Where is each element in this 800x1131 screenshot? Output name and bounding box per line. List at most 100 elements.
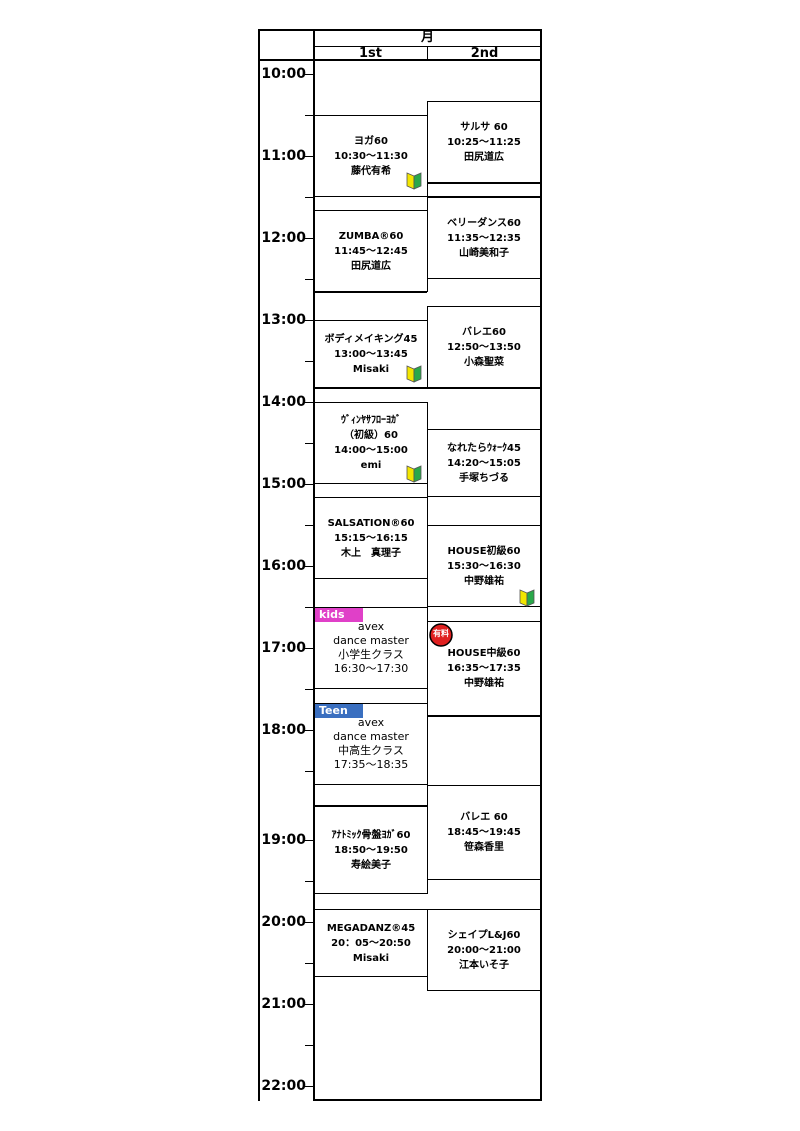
class-instructor: 山崎美和子 — [459, 247, 509, 259]
half-hour-tick — [305, 963, 314, 964]
class-time: 20:00～21:00 — [447, 944, 521, 956]
class-instructor: 小森聖菜 — [464, 356, 504, 368]
class-block-col1[interactable]: ZUMBA®60 11:45～12:45 田尻道広 — [314, 210, 428, 292]
hour-tick — [303, 238, 314, 239]
class-block-col1[interactable]: SALSATION®60 15:15～16:15 木上 真理子 — [314, 497, 428, 579]
class-name: ｱﾅﾄﾐｯｸ骨盤ﾖｶﾞ60 — [331, 829, 411, 841]
class-name: ZUMBA®60 — [338, 230, 404, 242]
half-hour-tick — [305, 881, 314, 882]
kids-badge: kids — [315, 608, 363, 622]
hour-tick — [303, 1086, 314, 1087]
time-label: 11:00 — [261, 148, 306, 164]
half-hour-tick — [305, 607, 314, 608]
half-hour-tick — [305, 361, 314, 362]
time-label: 21:00 — [261, 996, 306, 1012]
class-name: ヨガ60 — [354, 135, 388, 147]
teen-badge: Teen — [315, 704, 363, 718]
hour-tick — [303, 648, 314, 649]
class-time: 20：05～20:50 — [331, 937, 411, 949]
class-block-col1[interactable]: MEGADANZ®45 20：05～20:50 Misaki — [314, 909, 428, 977]
class-name: HOUSE中級60 — [447, 648, 521, 659]
class-block-col1[interactable]: avex dance master 小学生クラス 16:30～17:30 — [314, 607, 428, 689]
class-name: avex — [357, 620, 385, 633]
half-hour-tick — [305, 279, 314, 280]
hour-tick — [303, 566, 314, 567]
class-instructor: 笹森香里 — [464, 842, 504, 853]
class-block-col2[interactable]: バレエ 60 18:45～19:45 笹森香里 — [427, 785, 541, 880]
class-block-col2[interactable]: バレエ60 12:50～13:50 小森聖菜 — [427, 306, 541, 388]
half-hour-tick — [305, 115, 314, 116]
class-time: 12:50～13:50 — [447, 341, 521, 353]
separator-line — [314, 292, 427, 293]
class-instructor: 江本いそ子 — [459, 959, 509, 971]
class-name: dance master — [333, 730, 409, 743]
class-instructor: 中野雄祐 — [464, 575, 504, 587]
class-time: 11:35～12:35 — [447, 232, 521, 244]
time-label: 20:00 — [261, 914, 306, 930]
header-bottom-line — [258, 59, 541, 61]
class-block-col2[interactable]: シェイプL&J60 20:00～21:00 江本いそ子 — [427, 909, 541, 991]
column-header-2nd: 2nd — [470, 46, 499, 61]
class-instructor: Misaki — [352, 952, 390, 964]
class-instructor: 寿絵美子 — [351, 859, 391, 871]
half-hour-tick — [305, 525, 314, 526]
separator-line — [314, 805, 427, 806]
class-instructor: emi — [360, 460, 382, 471]
class-instructor: 手塚ちづる — [459, 472, 509, 484]
class-time: 16:30～17:30 — [333, 662, 409, 675]
half-hour-tick — [305, 689, 314, 690]
separator-line — [428, 716, 540, 717]
class-name: SALSATION®60 — [327, 517, 415, 529]
class-block-col1[interactable]: ｱﾅﾄﾐｯｸ骨盤ﾖｶﾞ60 18:50～19:50 寿絵美子 — [314, 806, 428, 894]
beginner-mark-icon — [519, 589, 535, 607]
class-instructor: 田尻道広 — [351, 260, 391, 272]
class-time: 11:45～12:45 — [334, 245, 408, 257]
class-time: 17:35～18:35 — [333, 758, 409, 771]
class-name: MEGADANZ®45 — [326, 922, 416, 934]
beginner-mark-icon — [406, 365, 422, 383]
class-block-col2[interactable]: ベリーダンス60 11:35～12:35 山崎美和子 — [427, 197, 541, 279]
time-label: 17:00 — [261, 640, 306, 656]
half-hour-tick — [305, 443, 314, 444]
day-header: 月 — [420, 30, 434, 45]
class-name: ｳﾞｨﾝﾔｻﾌﾛｰﾖｶﾞ — [341, 415, 401, 426]
paid-fee-label: 有料 — [433, 629, 449, 638]
time-label: 15:00 — [261, 476, 306, 492]
class-name: バレエ60 — [462, 326, 506, 338]
class-block-col2[interactable]: なれたらｳｫｰｸ45 14:20～15:05 手塚ちづる — [427, 429, 541, 497]
class-instructor: 木上 真理子 — [341, 547, 401, 559]
right-outer-border — [540, 29, 542, 1101]
time-label: 19:00 — [261, 832, 306, 848]
class-name: バレエ 60 — [460, 812, 508, 823]
class-time: 14:20～15:05 — [447, 457, 521, 469]
class-name: HOUSE初級60 — [447, 545, 521, 557]
class-level: 小学生クラス — [338, 648, 404, 661]
beginner-mark-icon — [406, 172, 422, 190]
hour-tick — [303, 402, 314, 403]
time-label: 14:00 — [261, 394, 306, 410]
column-header-1st: 1st — [359, 46, 382, 61]
time-label: 18:00 — [261, 722, 306, 738]
class-name: なれたらｳｫｰｸ45 — [447, 442, 521, 454]
time-label: 13:00 — [261, 312, 306, 328]
class-block-col2[interactable]: サルサ 60 10:25～11:25 田尻道広 — [427, 101, 541, 183]
time-label: 16:00 — [261, 558, 306, 574]
class-instructor: 中野雄祐 — [464, 678, 504, 689]
class-level: 中高生クラス — [338, 744, 404, 757]
half-hour-tick — [305, 197, 314, 198]
beginner-mark-icon — [406, 465, 422, 483]
time-label: 12:00 — [261, 230, 306, 246]
class-time: 13:00～13:45 — [334, 348, 408, 360]
hour-tick — [303, 730, 314, 731]
time-label: 10:00 — [261, 66, 306, 82]
class-name: avex — [357, 716, 385, 729]
hour-tick — [303, 1004, 314, 1005]
class-name: シェイプL&J60 — [447, 929, 521, 941]
class-level: （初級）60 — [344, 430, 398, 441]
class-instructor: 藤代有希 — [351, 165, 391, 177]
left-outer-border — [258, 29, 260, 1101]
column-divider — [427, 46, 428, 60]
half-hour-tick — [305, 771, 314, 772]
class-instructor: 田尻道広 — [464, 151, 504, 163]
class-name: サルサ 60 — [460, 121, 508, 133]
